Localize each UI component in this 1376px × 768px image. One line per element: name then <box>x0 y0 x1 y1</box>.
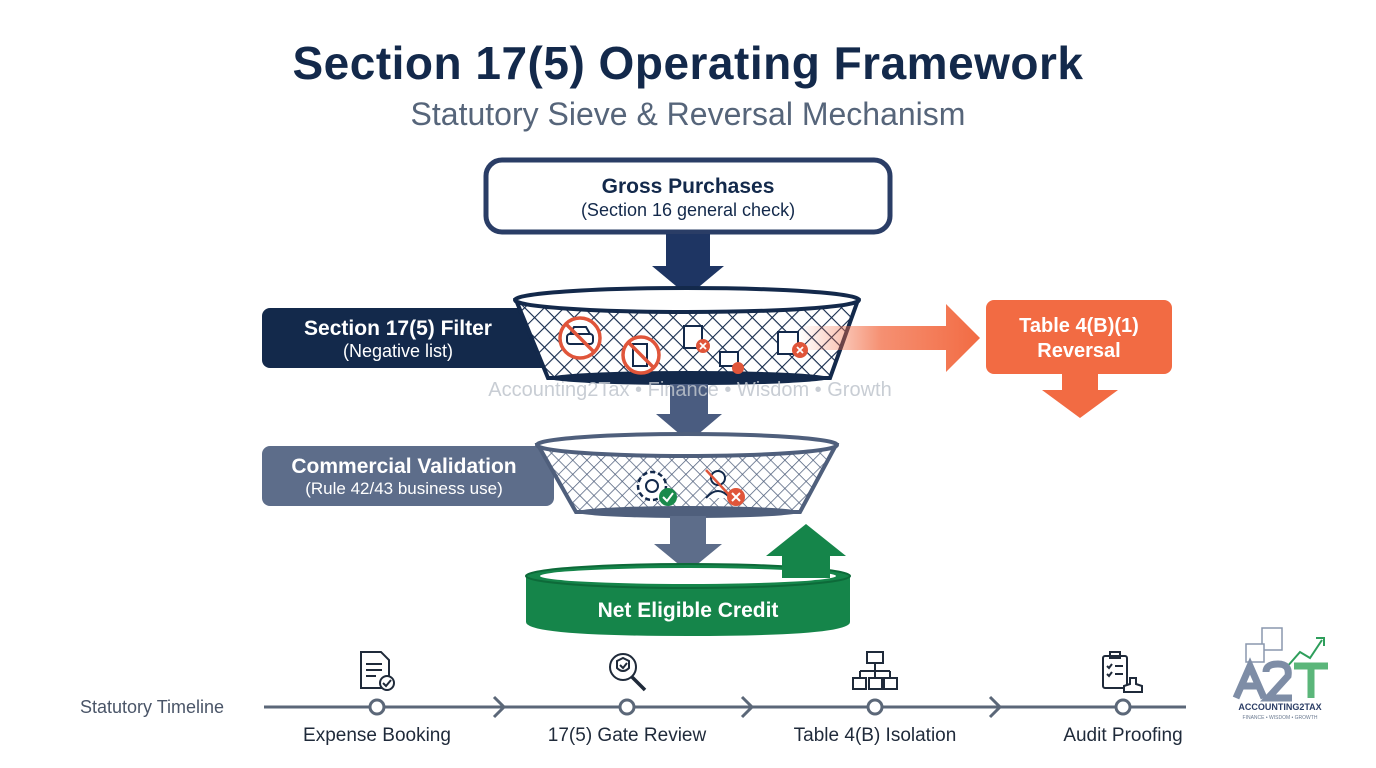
logo-tagline: FINANCE • WISDOM • GROWTH <box>1242 715 1318 721</box>
arrow-down-1 <box>652 234 724 296</box>
filter-title: Section 17(5) Filter <box>304 317 492 340</box>
growth-up-arrow <box>766 524 846 578</box>
timeline-step-expense-booking: Expense Booking <box>303 725 451 746</box>
blocked-gift-icon <box>777 331 808 358</box>
gear-check-icon <box>636 470 677 506</box>
arrow-down-3 <box>654 516 722 572</box>
page-title: Section 17(5) Operating Framework <box>292 37 1084 89</box>
reversal-title: Table 4(B)(1) <box>1019 315 1139 337</box>
no-car-icon <box>558 316 602 360</box>
no-building-icon <box>621 335 661 375</box>
commercial-subtitle: (Rule 42/43 business use) <box>305 479 503 498</box>
logo-name: ACCOUNTING2TAX <box>1238 702 1322 712</box>
timeline-node-1 <box>368 698 386 716</box>
funnel-commercial <box>534 432 840 518</box>
commercial-label-bar <box>262 446 554 506</box>
reversal-down-arrow <box>1042 374 1118 418</box>
gross-purchases-box <box>483 157 893 235</box>
timeline-label: Statutory Timeline <box>80 697 225 717</box>
net-credit-title: Net Eligible Credit <box>597 599 779 622</box>
timeline-node-4 <box>1114 698 1132 716</box>
blocked-person-icon <box>705 469 745 506</box>
blocked-document-icon <box>683 325 710 353</box>
gross-purchases-subtitle: (Section 16 general check) <box>580 200 796 220</box>
arrow-down-2 <box>656 384 722 442</box>
timeline-step-table-isolation: Table 4(B) Isolation <box>793 725 957 746</box>
magnifier-shield-icon <box>609 653 647 692</box>
document-check-icon <box>360 651 395 691</box>
timeline-step-gate-review: 17(5) Gate Review <box>547 725 707 746</box>
blocked-item-icon <box>719 351 744 374</box>
reversal-arrow <box>800 304 980 372</box>
timeline-node-3 <box>866 698 884 716</box>
clipboard-stamp-icon <box>1102 651 1143 693</box>
gross-purchases-title: Gross Purchases <box>601 175 775 198</box>
commercial-title: Commercial Validation <box>291 455 517 478</box>
reversal-subtitle: Reversal <box>1037 340 1121 362</box>
org-chart-icon <box>852 651 898 690</box>
filter-label-bar <box>262 308 552 368</box>
filter-subtitle: (Negative list) <box>342 341 454 361</box>
a2t-logo <box>1232 627 1328 702</box>
timeline-step-audit-proofing: Audit Proofing <box>1063 725 1183 746</box>
reversal-box <box>986 300 1172 374</box>
timeline <box>264 695 1186 719</box>
watermark: Accounting2Tax • Finance • Wisdom • Grow… <box>488 379 892 401</box>
page-subtitle: Statutory Sieve & Reversal Mechanism <box>410 96 966 132</box>
timeline-node-2 <box>618 698 636 716</box>
net-credit-cylinder <box>525 563 851 636</box>
